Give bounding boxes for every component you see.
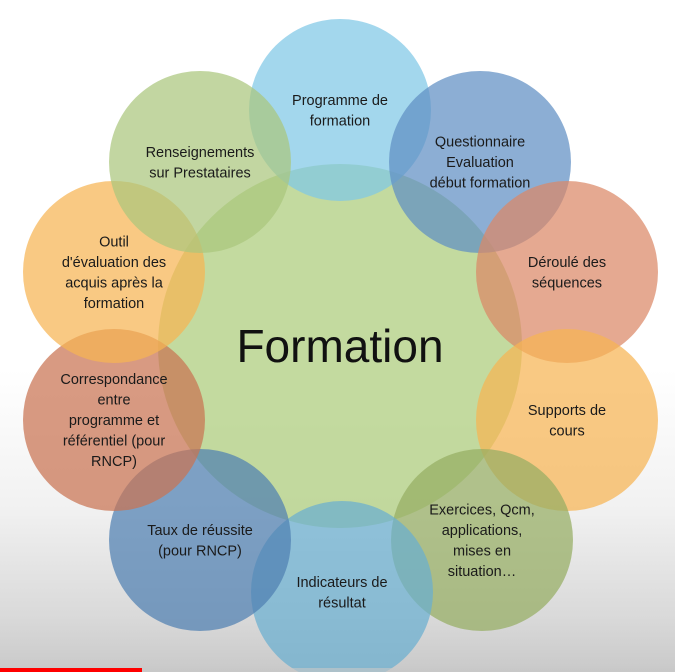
label-line: Programme de xyxy=(292,93,388,109)
circle-programme xyxy=(249,19,431,201)
label-line: séquences xyxy=(532,275,602,291)
label-line: sur Prestataires xyxy=(149,165,251,181)
label-line: formation xyxy=(84,296,144,312)
label-renseignements: Renseignements sur Prestataires xyxy=(146,145,255,182)
label-deroule: Déroulé des séquences xyxy=(528,255,606,292)
label-line: cours xyxy=(549,423,584,439)
label-outil: Outil d'évaluation des acquis après la form… xyxy=(62,234,166,312)
label-line: Renseignements xyxy=(146,145,255,161)
label-line: formation xyxy=(310,113,370,129)
label-line: Correspondance xyxy=(60,372,167,388)
label-line: (pour RNCP) xyxy=(158,543,242,559)
video-progress-bar[interactable] xyxy=(0,668,675,672)
circle-exercices xyxy=(391,449,573,631)
label-line: référentiel (pour xyxy=(63,434,166,450)
label-line: Outil xyxy=(99,234,129,250)
video-progress-fill xyxy=(0,668,142,672)
label-line: applications, xyxy=(442,523,523,539)
center-circle xyxy=(158,164,522,528)
label-line: acquis après la xyxy=(65,275,163,291)
center-label: Formation xyxy=(236,320,443,372)
label-line: Déroulé des xyxy=(528,255,606,271)
circle-correspondance xyxy=(23,329,205,511)
circle-renseignements xyxy=(109,71,291,253)
label-indicateurs: Indicateurs de résultat xyxy=(296,575,387,612)
label-programme: Programme de formation xyxy=(292,93,388,130)
label-line: début formation xyxy=(430,176,531,192)
label-line: Supports de xyxy=(528,403,606,419)
label-line: entre xyxy=(97,393,130,409)
label-taux: Taux de réussite (pour RNCP) xyxy=(147,523,253,560)
label-line: Indicateurs de xyxy=(296,575,387,591)
label-line: résultat xyxy=(318,595,366,611)
label-correspondance: Correspondance entre programme et référenti… xyxy=(60,372,167,470)
label-line: situation… xyxy=(448,564,517,580)
label-exercices: Exercices, Qcm, applications, mises en situ… xyxy=(429,502,535,580)
label-line: mises en xyxy=(453,543,511,559)
circle-indicateurs xyxy=(251,501,433,672)
label-line: d'évaluation des xyxy=(62,255,166,271)
label-line: RNCP) xyxy=(91,454,137,470)
label-line: Exercices, Qcm, xyxy=(429,502,535,518)
label-line: Evaluation xyxy=(446,155,514,171)
label-line: Questionnaire xyxy=(435,135,525,151)
label-line: programme et xyxy=(69,413,159,429)
label-line: Taux de réussite xyxy=(147,523,253,539)
circle-deroule xyxy=(476,181,658,363)
label-supports: Supports de cours xyxy=(528,403,606,440)
